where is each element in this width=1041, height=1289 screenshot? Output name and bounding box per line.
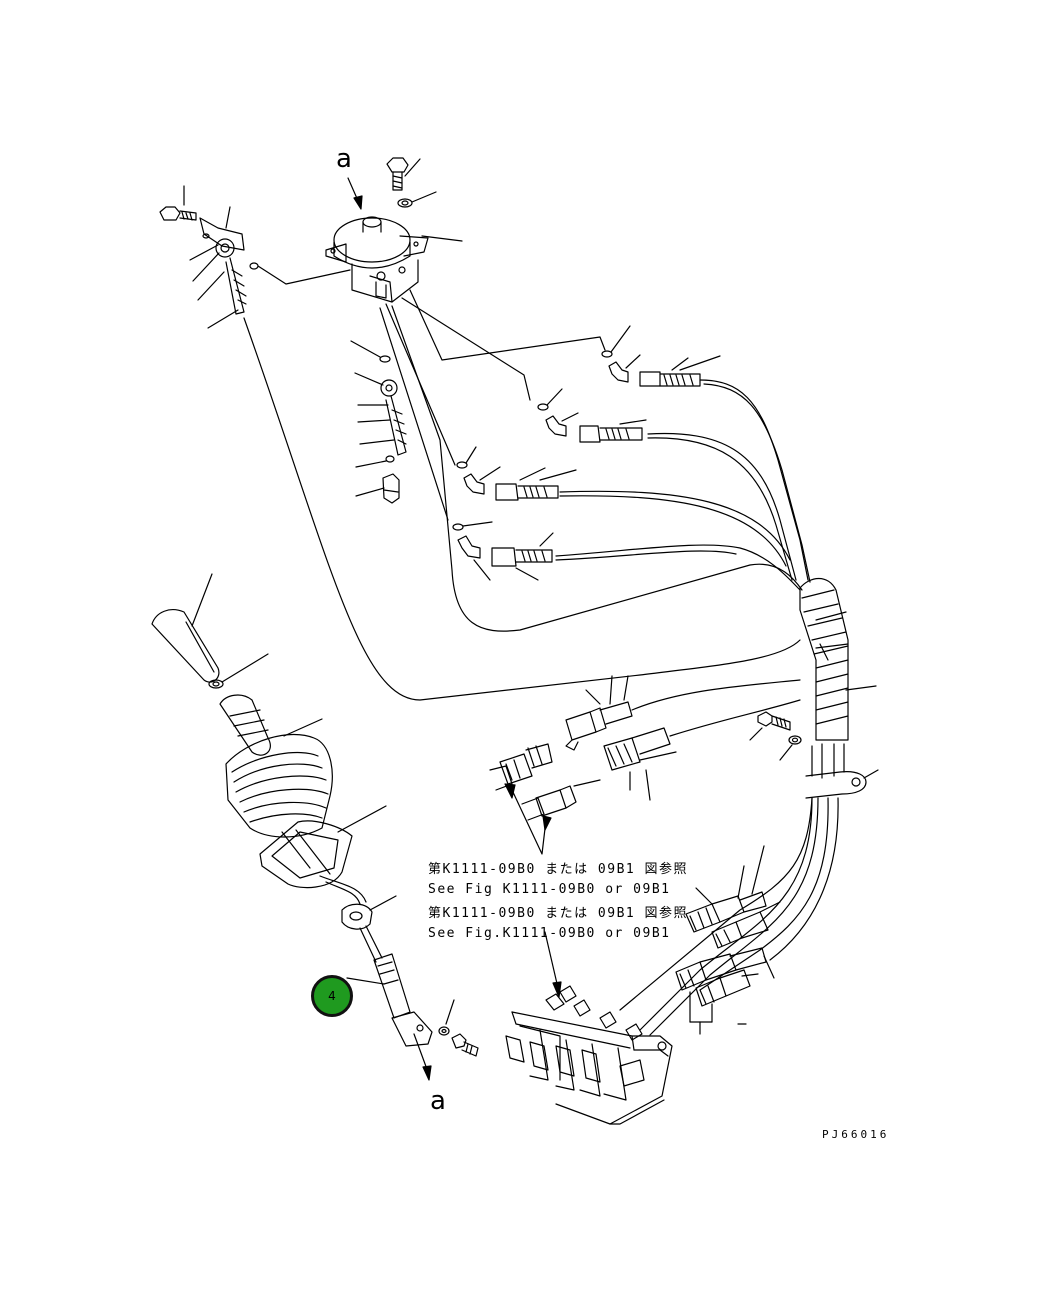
ppc-valve: [325, 216, 429, 303]
right-couplers: [675, 845, 781, 1035]
reference-note-jp-2: 第K1111-09B0 または 09B1 図参照: [428, 906, 689, 921]
hose-clamp: [749, 711, 879, 799]
reference-note-en-2: See Fig.K1111-09B0 or 09B1: [428, 926, 671, 941]
lower-hoses: [619, 797, 839, 1036]
reference-note-en-1: See Fig K1111-09B0 or 09B1: [428, 882, 671, 897]
reference-note-jp-1: 第K1111-09B0 または 09B1 図参照: [428, 862, 689, 877]
boot-plate: [259, 805, 387, 889]
view-label-bottom: a: [430, 1086, 446, 1116]
part-callout-4[interactable]: 4: [311, 975, 353, 1017]
center-rod: [350, 340, 407, 504]
elbow-fittings: [452, 325, 721, 581]
hose-runs: [555, 379, 811, 591]
callout-number: 4: [328, 989, 336, 1003]
left-bracket: [159, 185, 351, 329]
lever-boot: [219, 694, 333, 875]
lever-knob: [151, 573, 269, 689]
control-valve-block: [505, 985, 673, 1125]
spiral-wrap: [799, 577, 877, 741]
view-label-top: a: [336, 144, 352, 174]
quick-couplers: [489, 675, 801, 821]
reference-arrows: [504, 783, 562, 998]
drawing-id: PJ66016: [822, 1128, 890, 1141]
lever-lower: [319, 875, 479, 1081]
top-bolt: [386, 157, 463, 242]
ppc-lines: [243, 289, 803, 701]
view-a-arrow-top: [347, 177, 363, 210]
